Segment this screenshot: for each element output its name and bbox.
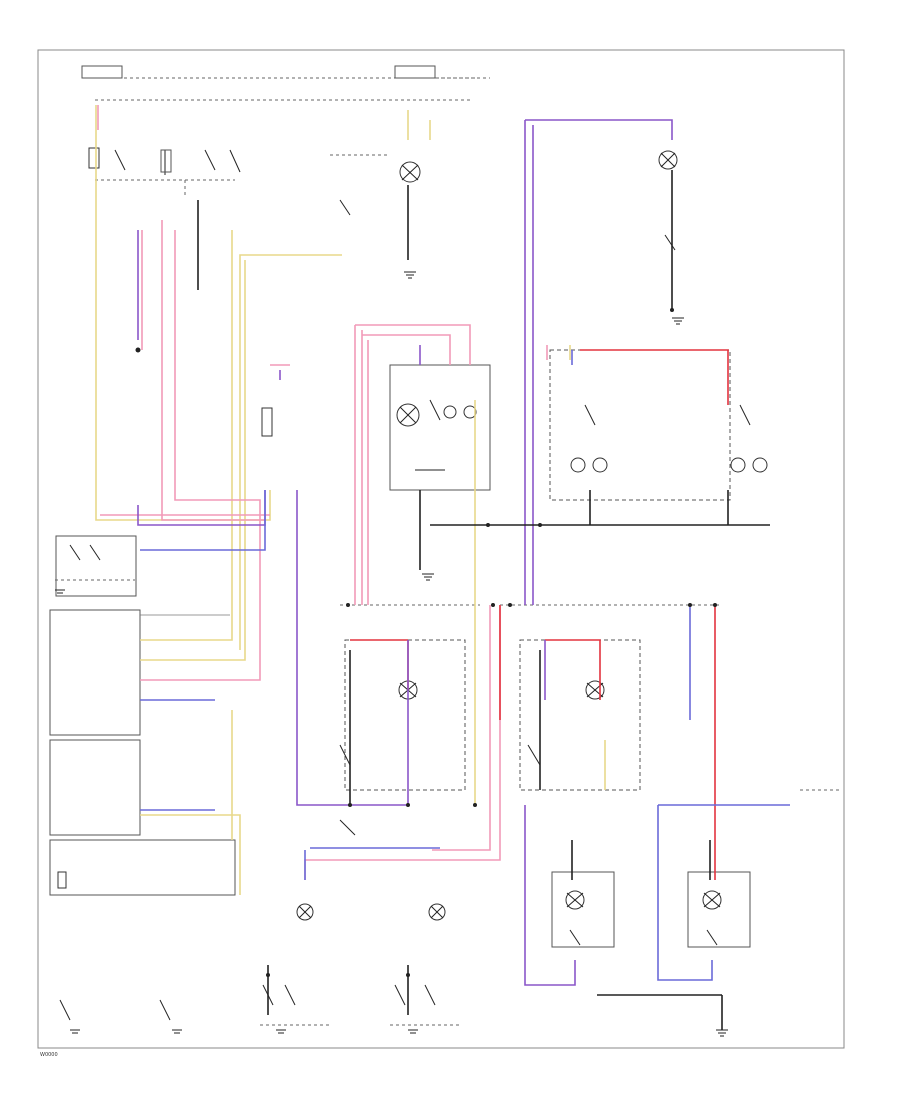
- pink-wires: [97, 105, 548, 880]
- top-fuse-section: [81, 65, 490, 169]
- top-center-lamp: [330, 154, 421, 279]
- violet-wires: [137, 119, 673, 986]
- black-wires: [197, 170, 770, 1015]
- splice-points: [135, 308, 717, 977]
- rear-door-courtesy-lamps: [296, 903, 446, 921]
- upper-left-switches: [95, 149, 241, 195]
- front-vanity-lamps: [549, 349, 768, 501]
- footer-code: W0000: [40, 1052, 58, 1058]
- glove-box-lamp: [658, 150, 684, 325]
- rear-door-switches: [59, 984, 460, 1034]
- body-control-module: [49, 609, 236, 896]
- blue-wires: [140, 350, 790, 981]
- rear-floor-lamps: [551, 789, 840, 1037]
- right-front-door: [500, 604, 720, 791]
- red-wires: [350, 349, 729, 880]
- ignition-key-module: [55, 407, 273, 597]
- diagram-frame: [37, 49, 845, 1049]
- dome-lamp-assembly: [389, 364, 491, 581]
